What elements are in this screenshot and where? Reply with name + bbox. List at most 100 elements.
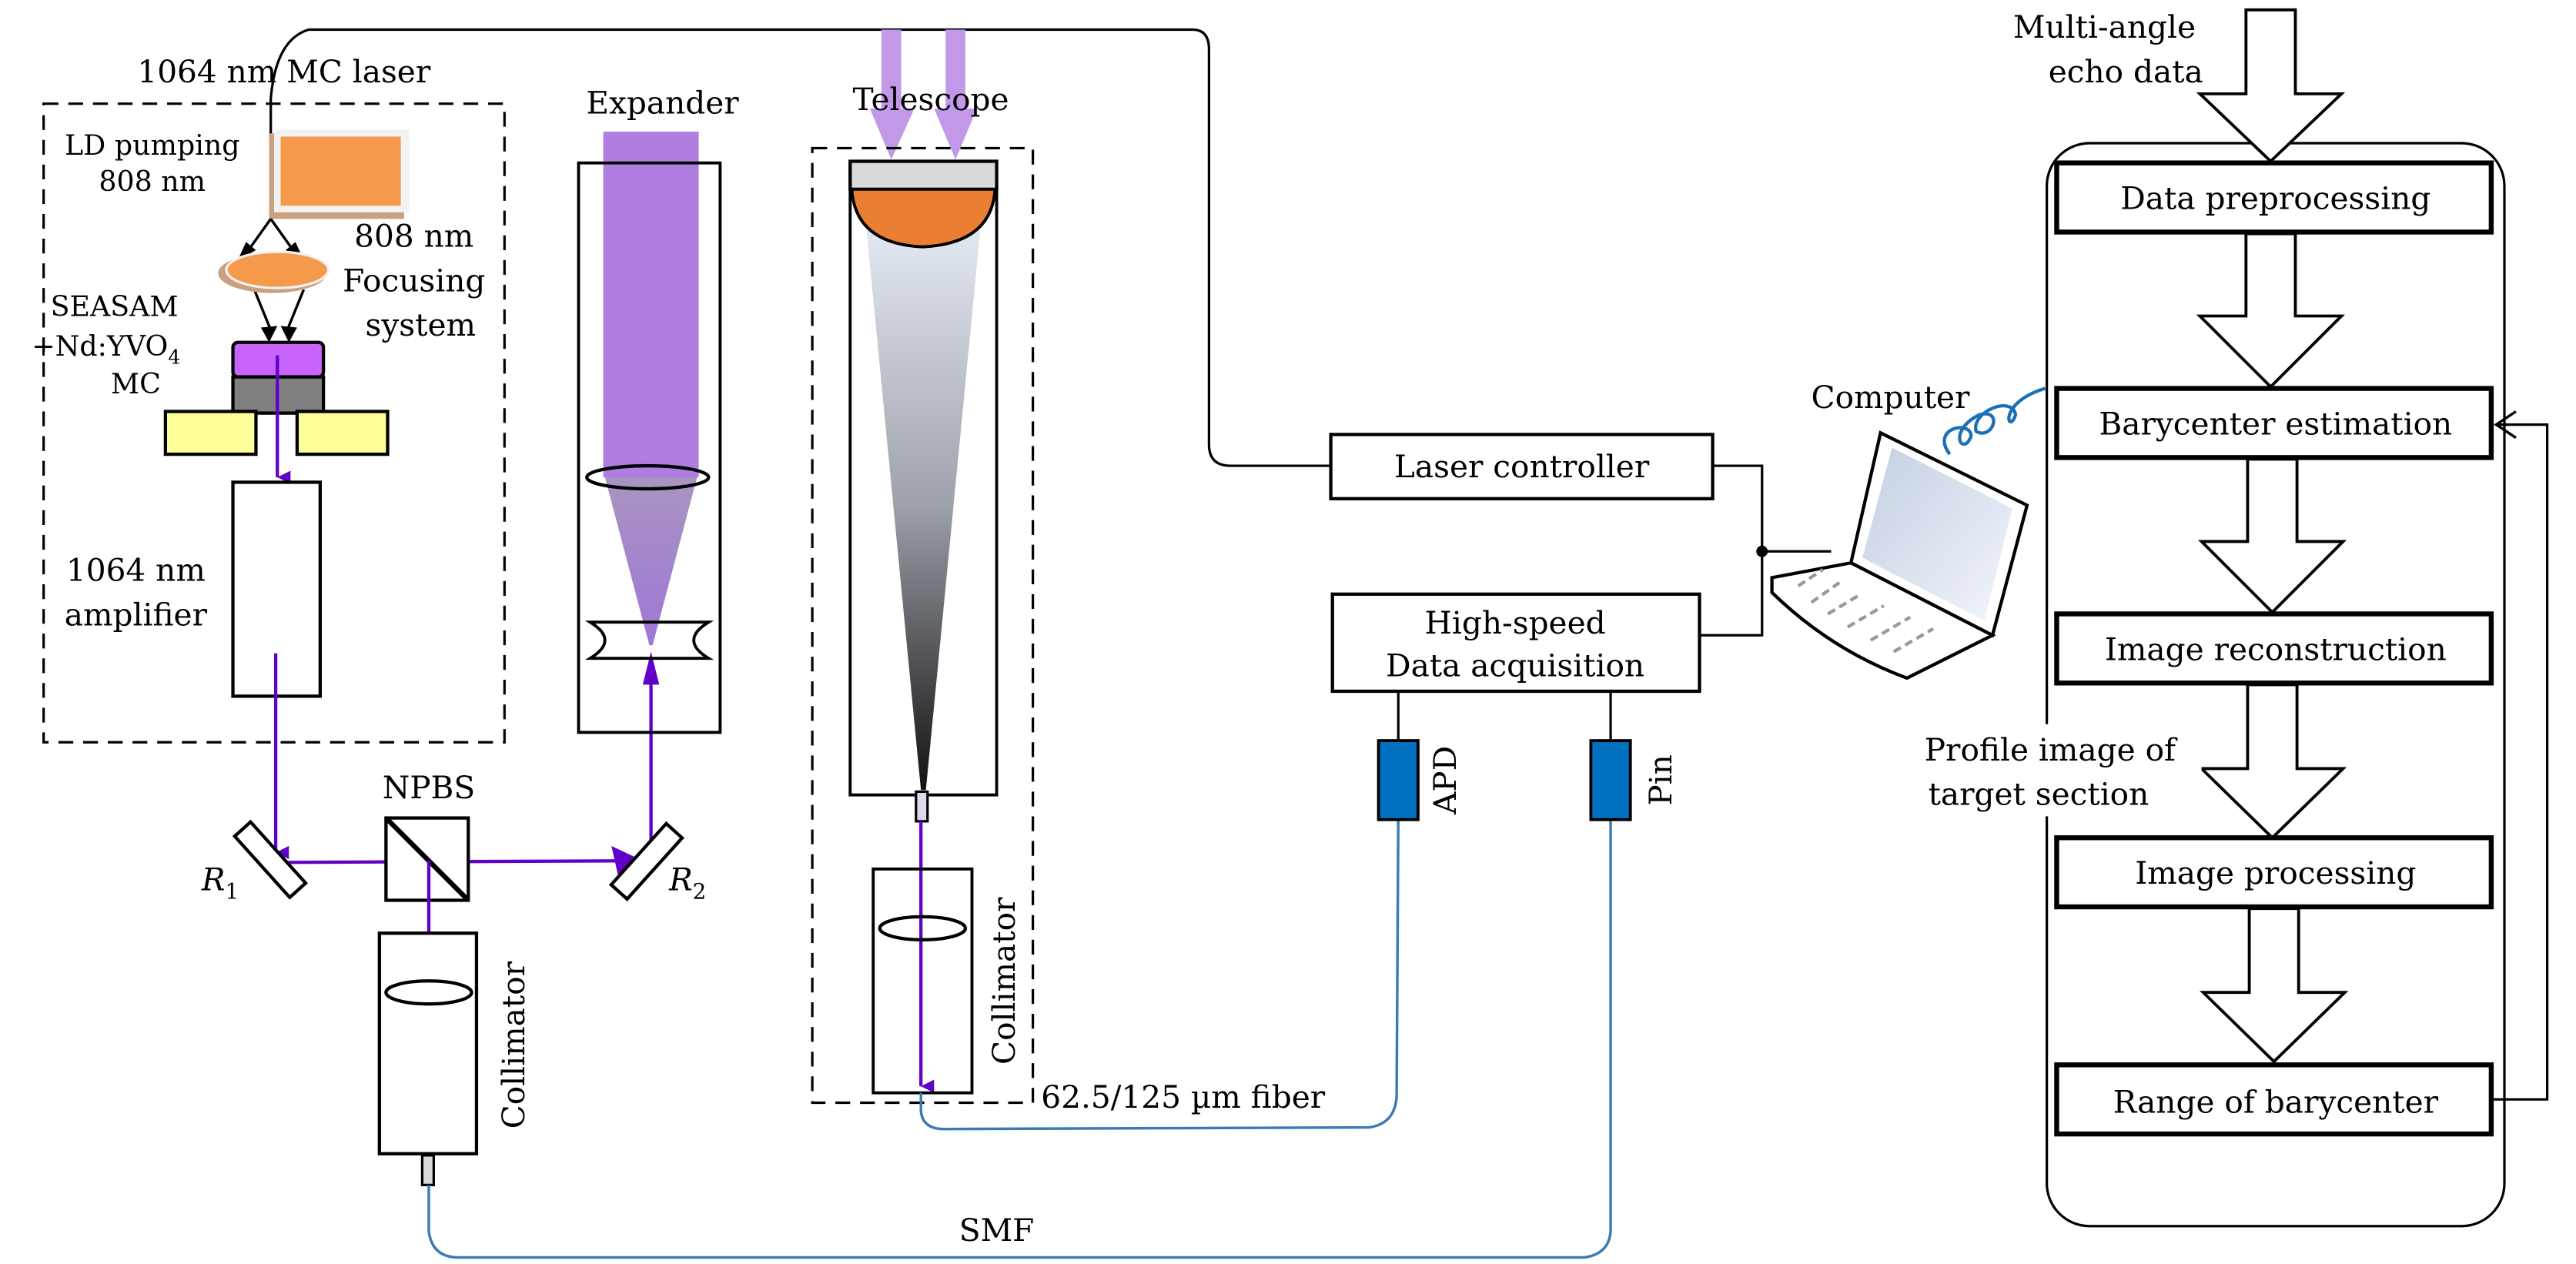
apd-label: APD (1427, 746, 1464, 815)
expanded-beam (603, 132, 699, 478)
flow-step: Image reconstruction (2054, 611, 2494, 686)
flow-arrow-1 (2196, 232, 2345, 390)
flow-step-box (2054, 611, 2494, 686)
expander-cone (604, 477, 698, 646)
side-label-2: target section (1929, 775, 2149, 812)
mirror-r2 (608, 821, 685, 901)
focusing-system-label: system (366, 306, 476, 343)
crystal-label-2: +Nd:YVO4 (32, 329, 180, 370)
telescope-window (848, 159, 999, 192)
flow-step-label: Image processing (2135, 854, 2416, 891)
crystal-label-1: SEASAM (51, 290, 179, 323)
expander-concave-lens (584, 620, 714, 660)
flow-arrow-3 (2197, 683, 2347, 840)
laptop-icon (1770, 386, 2046, 680)
laser-module: 1064 nm MC laser LD pumping 808 nm 808 n… (32, 53, 506, 744)
daq-label-2: Data acquisition (1386, 647, 1644, 684)
flow-step: Image processing (2054, 835, 2494, 910)
flow-step: Barycenter estimation (2054, 386, 2494, 460)
flow-step-box (2054, 386, 2494, 460)
npbs-label: NPBS (383, 769, 476, 806)
laser-controller-label: Laser controller (1394, 448, 1650, 485)
focusing-label: Focusing (343, 262, 485, 299)
expander-label: Expander (586, 85, 739, 122)
npbs-diagonal (386, 818, 469, 901)
flow-step-box (2054, 1062, 2494, 1137)
right-collimator-lens (878, 915, 968, 941)
heatsink-right (295, 410, 390, 456)
flow-step-box (2054, 835, 2494, 910)
pin-detector (1589, 739, 1632, 821)
flow-step: Range of barycenter (2054, 1062, 2494, 1137)
flow-step-label: Data preprocessing (2120, 180, 2430, 217)
flow-arrow-2 (2197, 457, 2347, 615)
flow-arrow-input (2196, 8, 2346, 164)
left-collimator-lens (384, 979, 473, 1006)
expander-convex-lens (585, 463, 711, 491)
processing-flowchart: Multi-angle echo data Data preprocessing… (1897, 8, 2549, 1228)
apd-detector (1377, 739, 1420, 821)
heatsink-left (163, 410, 258, 456)
multimode-fiber-label: 62.5/125 µm fiber (1041, 1078, 1325, 1115)
right-collimator (871, 867, 974, 1095)
left-fiber-connector (420, 1154, 435, 1186)
feedback-arrowhead (2494, 410, 2517, 440)
feedback-loop (2491, 423, 2549, 1101)
ld-pumping-wavelength: 808 nm (99, 165, 206, 198)
single-mode-fiber (427, 819, 1612, 1259)
control-wire (269, 28, 1331, 467)
focusing-wavelength: 808 nm (354, 218, 473, 255)
r2-arrowhead (611, 845, 643, 876)
daq-label-1: High-speed (1424, 604, 1605, 641)
laptop-cable (1942, 386, 2046, 456)
laser-module-boundary (42, 102, 506, 744)
flow-step-box (2054, 160, 2494, 235)
side-label-background (1897, 724, 2202, 817)
mirror-r1-label: R1 (201, 861, 239, 905)
multimode-fiber (919, 819, 1400, 1131)
ld-pump-core (280, 136, 401, 206)
mirror-r1 (232, 819, 309, 900)
right-collimator-label: Collimator (985, 897, 1022, 1065)
pin-label: Pin (1642, 754, 1679, 805)
smf-label: SMF (959, 1212, 1035, 1249)
laser-module-title: 1064 nm MC laser (137, 53, 430, 90)
flowchart-input-label-1: Multi-angle (2013, 8, 2196, 45)
telescope-incoming-beam-2 (945, 29, 965, 109)
flow-arrow-4 (2200, 907, 2349, 1064)
focusing-lens (225, 250, 330, 289)
telescope-focus-cone (865, 213, 982, 791)
telescope-incoming-beam-1 (881, 29, 902, 109)
flow-step-label: Range of barycenter (2113, 1083, 2439, 1120)
flow-step-label: Barycenter estimation (2099, 405, 2452, 442)
mirror-r2-label: R2 (668, 861, 706, 905)
mirror-r1-subscript: 1 (225, 878, 239, 904)
flowchart-input-label-2: echo data (2049, 53, 2203, 90)
telescope-fiber-tip (915, 790, 929, 823)
left-collimator (377, 931, 479, 1155)
telescope-boundary (811, 146, 1035, 1105)
flow-step: Data preprocessing (2054, 160, 2494, 235)
telescope-incoming-arrow-2 (934, 109, 977, 160)
laptop-keyboard (1797, 567, 1935, 654)
expander-body (577, 161, 722, 734)
ld-pumping-label: LD pumping (65, 129, 239, 162)
primary-mirror (850, 187, 997, 249)
left-collimator-label: Collimator (495, 961, 532, 1129)
bus-junction (1756, 545, 1768, 557)
expander-arrowhead (642, 651, 660, 685)
amplifier-wavelength: 1064 nm (66, 552, 206, 589)
crystal-label-3: MC (111, 367, 161, 400)
side-label-1: Profile image of (1925, 731, 2178, 768)
telescope-module: Telescope Collimator (811, 29, 1035, 1105)
daq-box (1330, 592, 1701, 694)
computer-label: Computer (1812, 379, 1971, 416)
amplifier-label: amplifier (65, 596, 208, 633)
mirror-r2-subscript: 2 (693, 878, 707, 904)
crystal-subscript: 4 (168, 346, 180, 370)
flow-step-label: Image reconstruction (2105, 630, 2447, 667)
telescope-incoming-arrow-1 (869, 109, 915, 160)
laptop-screen-panel (1862, 447, 2012, 621)
telescope-label: Telescope (853, 81, 1009, 118)
